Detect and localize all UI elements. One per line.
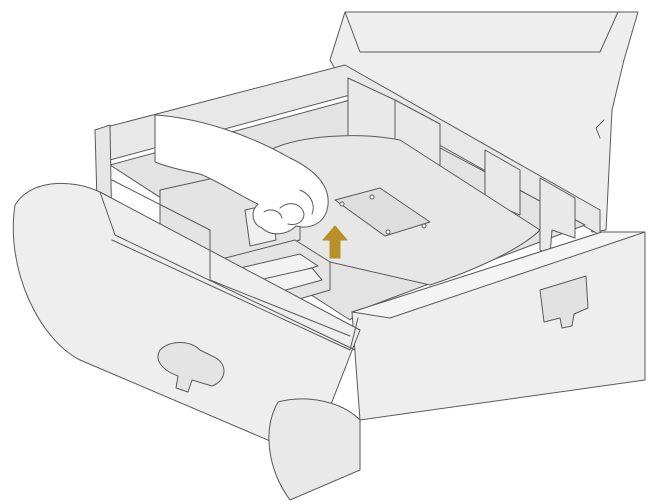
box-bottom-flap xyxy=(268,398,361,501)
vesa-screw-1 xyxy=(369,194,375,200)
tray-edge xyxy=(111,239,359,351)
left-flap-fold xyxy=(99,191,356,351)
vesa-screw-3 xyxy=(339,201,345,207)
vesa-screw-2 xyxy=(421,223,427,229)
hand-icon xyxy=(154,114,329,235)
up-arrow-icon xyxy=(322,225,348,259)
lid-fold-line xyxy=(344,11,619,53)
tray-edge-2 xyxy=(111,179,351,337)
box-handle-cutout xyxy=(539,275,589,329)
left-flap-handle xyxy=(157,342,225,393)
box-left-flap xyxy=(12,182,361,459)
vesa-screw-4 xyxy=(385,229,391,235)
hand-thumb xyxy=(279,203,305,225)
hand-finger-lines xyxy=(263,189,314,219)
lid-slot xyxy=(595,119,605,139)
box-right-front-top xyxy=(351,231,646,319)
vesa-plate xyxy=(334,187,431,237)
